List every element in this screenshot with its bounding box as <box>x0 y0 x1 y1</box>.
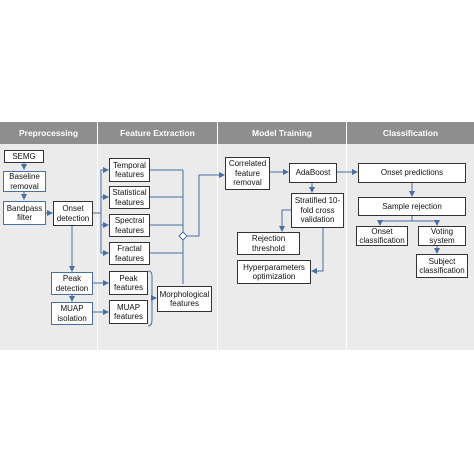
box-spectral-features: Spectral features <box>109 214 150 237</box>
box-cross-validation: Stratified 10-fold cross validation <box>291 193 344 228</box>
header-model-training: Model Training <box>218 122 346 144</box>
box-correlated-feature-removal: Correlated feature removal <box>225 157 270 190</box>
box-hyperparameters-optimization: Hyperparameters optimization <box>237 260 311 284</box>
box-voting-system: Voting system <box>418 226 466 246</box>
box-peak-features: Peak features <box>109 271 148 295</box>
box-adaboost: AdaBoost <box>289 163 337 183</box>
box-rejection-threshold: Rejection threshold <box>237 232 300 255</box>
box-sample-rejection: Sample rejection <box>358 197 466 216</box>
box-onset-classification: Onset classification <box>356 226 408 246</box>
box-peak-detection: Peak detection <box>51 272 93 295</box>
box-onset-detection: Onset detection <box>53 201 93 226</box>
header-classification: Classification <box>347 122 474 144</box>
header-preprocessing: Preprocessing <box>0 122 97 144</box>
box-morphological-features: Morphological features <box>157 286 212 312</box>
header-feature-extraction: Feature Extraction <box>98 122 217 144</box>
box-statistical-features: Statistical features <box>109 186 150 209</box>
box-temporal-features: Temporal features <box>109 158 150 182</box>
box-onset-predictions: Onset predictions <box>358 163 466 183</box>
box-muap-isolation: MUAP isolation <box>51 302 93 325</box>
box-baseline-removal: Baseline removal <box>3 171 46 192</box>
box-bandpass-filter: Bandpass filter <box>3 201 46 225</box>
box-muap-features: MUAP features <box>109 300 148 324</box>
box-fractal-features: Fractal features <box>109 242 150 265</box>
box-semg: SEMG <box>4 150 44 163</box>
box-subject-classification: Subject classification <box>416 254 468 278</box>
